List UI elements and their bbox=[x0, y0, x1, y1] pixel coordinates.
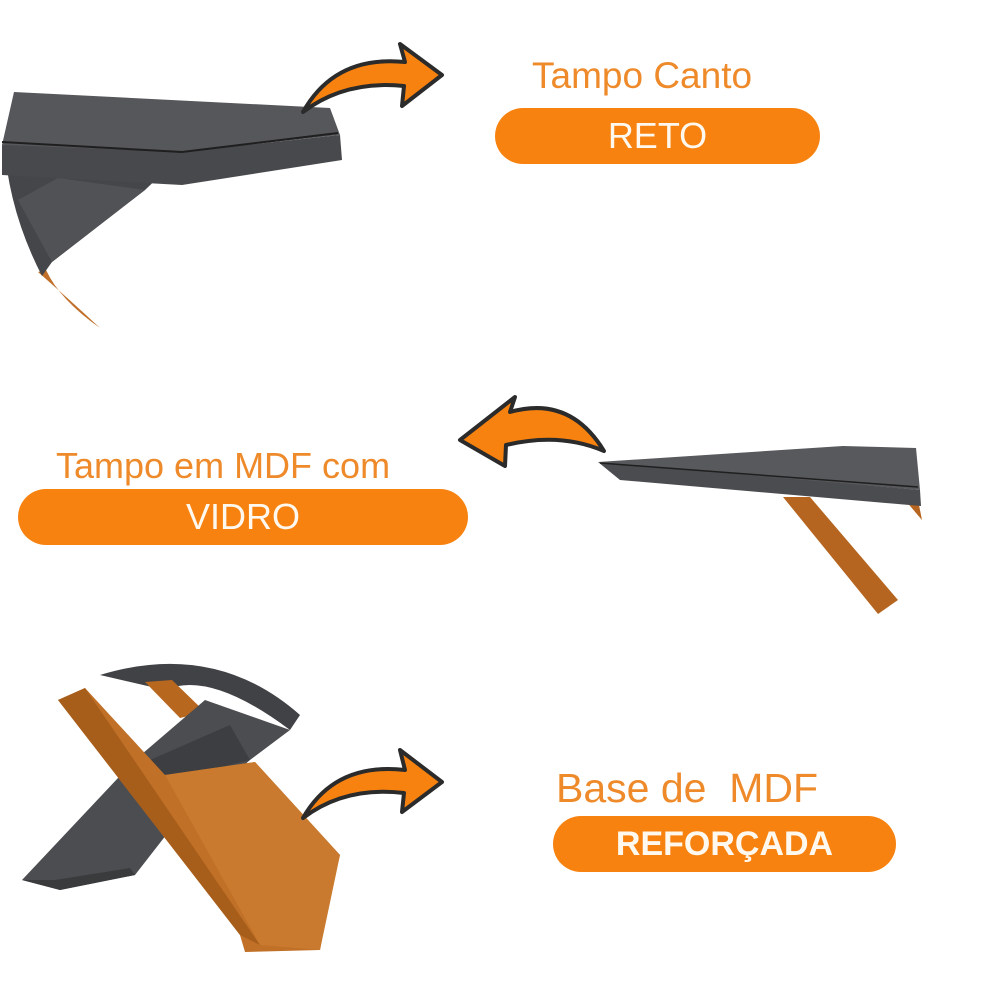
feature-caption-top: Tampo em MDF com bbox=[56, 445, 391, 486]
feature-badge-label: VIDRO bbox=[185, 496, 300, 537]
top-corner-panel-illustration bbox=[1, 92, 342, 328]
arrow-right-icon bbox=[301, 42, 444, 114]
feature-badge-reforcada: REFORÇADA bbox=[553, 816, 896, 872]
feature-badge-vidro: VIDRO bbox=[18, 489, 468, 545]
feature-badge-label: RETO bbox=[607, 115, 708, 156]
feature-caption-base: Base de MDF bbox=[556, 765, 819, 811]
feature-badge-reto: RETO bbox=[495, 108, 820, 164]
crossed-base-illustration bbox=[22, 663, 340, 952]
arrow-right-icon bbox=[301, 748, 444, 820]
top-panel-side-view-illustration bbox=[598, 446, 922, 614]
feature-caption-corner: Tampo Canto bbox=[532, 55, 753, 96]
feature-badge-label: REFORÇADA bbox=[615, 824, 834, 863]
arrow-left-icon bbox=[458, 395, 606, 468]
